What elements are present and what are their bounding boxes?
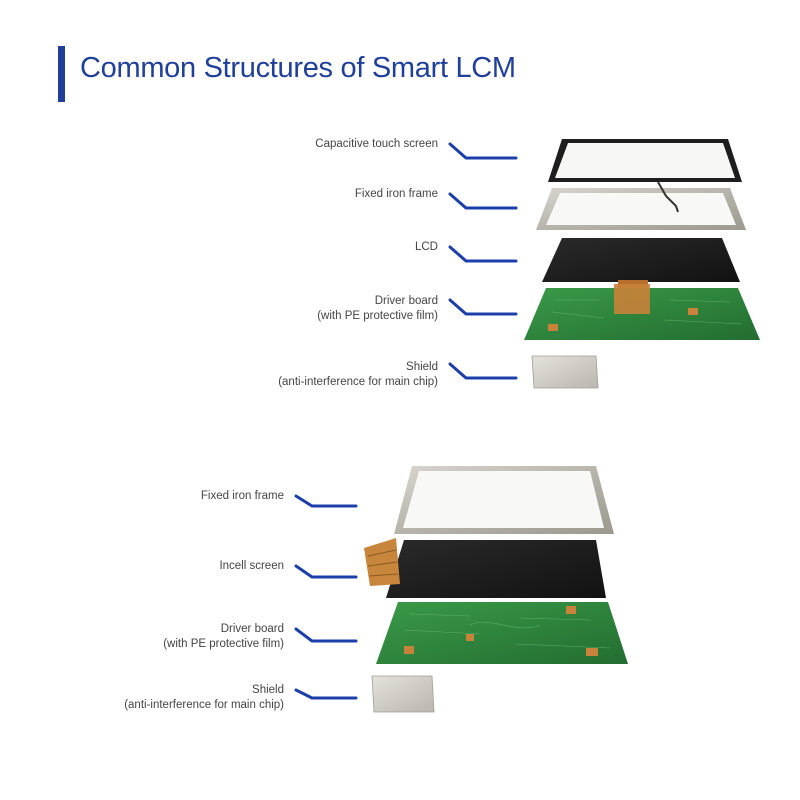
leader-line [294, 564, 358, 579]
title-accent-bar [58, 46, 65, 102]
label-fixed-iron-frame-1: Fixed iron frame [354, 188, 438, 200]
label-shield-1: Shield (anti-interference for main chip) [278, 361, 438, 388]
page-title: Common Structures of Smart LCM [80, 52, 516, 84]
label-driver-board-1: Driver board (with PE protective film) [317, 295, 438, 322]
shield-layer-2 [371, 675, 435, 713]
driver-board-layer-2 [376, 602, 628, 664]
leader-line [448, 142, 518, 160]
label-incell-screen: Incell screen [219, 560, 284, 572]
touch-screen-layer [548, 139, 742, 182]
leader-line [294, 627, 358, 643]
label-driver-board-2: Driver board (with PE protective film) [163, 623, 284, 650]
iron-frame-layer-2 [394, 466, 614, 534]
shield-layer [531, 355, 599, 389]
lcd-layer [542, 238, 740, 288]
leader-line [294, 494, 358, 508]
label-fixed-iron-frame-2: Fixed iron frame [200, 490, 284, 502]
leader-line [448, 245, 518, 263]
leader-line [448, 192, 518, 210]
incell-screen-layer [364, 538, 606, 598]
label-lcd: LCD [414, 241, 438, 253]
label-capacitive-touch-screen: Capacitive touch screen [315, 138, 438, 150]
driver-board-layer [524, 284, 760, 340]
iron-frame-layer [536, 181, 746, 230]
label-shield-2: Shield (anti-interference for main chip) [124, 684, 284, 711]
leader-line [448, 362, 518, 380]
leader-line [448, 298, 518, 316]
leader-line [294, 688, 358, 700]
